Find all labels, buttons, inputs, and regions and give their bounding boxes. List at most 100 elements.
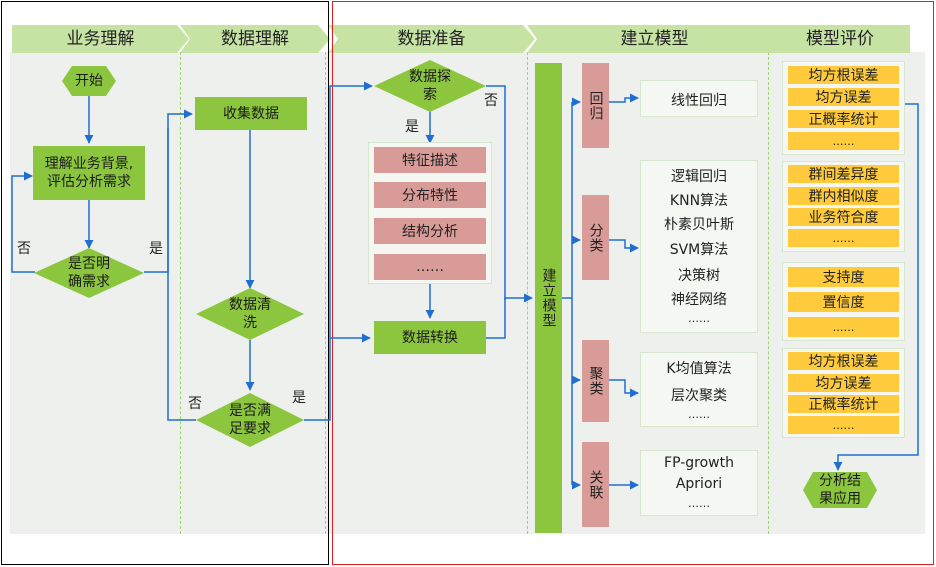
ellipsis-item: …… — [374, 254, 486, 280]
lane-divider — [768, 52, 769, 534]
method-label: 神经网络 — [671, 292, 727, 308]
method-label: …… — [688, 408, 710, 421]
method-label: …… — [688, 312, 710, 325]
metric-label: 置信度 — [822, 295, 865, 311]
classification-category: 分类 — [582, 195, 609, 280]
metric-label: 群间差异度 — [808, 167, 879, 183]
data-exploration-line2: 索 — [423, 87, 437, 103]
data-transform-label: 数据转换 — [402, 329, 458, 346]
start-label: 开始 — [75, 73, 103, 89]
association-methods-panel — [640, 450, 758, 516]
collect-data-box: 收集数据 — [195, 97, 307, 130]
understand-line2: 评估分析需求 — [47, 174, 131, 190]
metric-label: …… — [832, 418, 855, 432]
lane-header-label: 数据理解 — [221, 29, 289, 49]
clear-requirement-line1: 是否明 — [68, 256, 110, 272]
regression-methods-panel — [640, 80, 758, 117]
metric-label: 均方根误差 — [808, 354, 879, 370]
metric-label: 均方根误差 — [808, 68, 879, 84]
exploration-item-label: 特征描述 — [402, 153, 458, 169]
method-label: FP-growth — [664, 455, 734, 471]
result-line2: 果应用 — [819, 491, 861, 507]
metric-item: 置信度 — [788, 292, 899, 312]
metric-item: 群间差异度 — [788, 165, 899, 183]
method-label: Apriori — [675, 476, 723, 492]
lane-header-label: 业务理解 — [66, 29, 135, 49]
build-model-bar: 建立模型 — [535, 63, 562, 533]
metric-label: 均方误差 — [815, 376, 872, 392]
metric-label: 支持度 — [822, 270, 865, 286]
metric-item: 均方根误差 — [788, 66, 899, 84]
result-application-label: 分析结 果应用 — [803, 472, 877, 508]
no-label: 否 — [188, 396, 202, 412]
metric-item: 业务符合度 — [788, 208, 899, 226]
metric-item: …… — [788, 317, 899, 337]
meets-requirement-decision — [196, 393, 304, 447]
lane-header-modeling: 建立模型 — [527, 25, 782, 53]
metric-item: 支持度 — [788, 267, 899, 287]
lane-header-label: 数据准备 — [397, 29, 466, 49]
understand-line1: 理解业务背景, — [44, 156, 134, 172]
metric-item: 正概率统计 — [788, 395, 899, 413]
metric-label: 群内相似度 — [808, 189, 879, 205]
lane-divider — [527, 52, 528, 534]
method-label: 线性回归 — [671, 93, 727, 109]
lane-divider — [325, 52, 326, 534]
exploration-item-label: 分布特性 — [402, 188, 458, 204]
arrow — [609, 379, 639, 398]
arrow — [329, 81, 373, 338]
start-node — [62, 66, 116, 96]
clustering-methods-panel — [640, 352, 758, 427]
no-label: 否 — [17, 241, 31, 257]
arrow — [167, 128, 196, 421]
method-label: 决策树 — [678, 268, 720, 284]
build-model-label: 建立模型 — [540, 268, 557, 328]
category-label: 关联 — [587, 469, 604, 500]
classification-methods-panel — [640, 160, 758, 333]
frame-left — [1, 1, 329, 565]
distribution-item: 分布特性 — [374, 182, 486, 208]
understand-requirements-box: 理解业务背景, 评估分析需求 — [33, 146, 145, 200]
clear-requirement-line2: 确需求 — [68, 274, 110, 290]
yes-label: 是 — [292, 390, 306, 406]
method-label: 层次聚类 — [671, 388, 727, 404]
meets-requirement-label: 是否满 足要求 — [196, 402, 304, 438]
category-label: 回归 — [587, 90, 604, 121]
lane-divider — [180, 52, 181, 534]
clear-requirement-decision — [34, 248, 144, 298]
arrow — [833, 103, 919, 471]
meets-requirement-line2: 足要求 — [229, 421, 271, 437]
yes-label: 是 — [405, 119, 419, 135]
metric-item: …… — [788, 132, 899, 150]
data-cleaning-label: 数据清 洗 — [196, 296, 304, 332]
feature-description-item: 特征描述 — [374, 147, 486, 173]
arrow — [11, 171, 35, 273]
structure-analysis-item: 结构分析 — [374, 218, 486, 244]
metric-item: …… — [788, 416, 899, 434]
metric-label: 正概率统计 — [808, 112, 879, 128]
lane-header-label: 模型评价 — [806, 29, 874, 49]
lane-header-data-understanding: 数据理解 — [180, 25, 330, 53]
lane-header-label: 建立模型 — [620, 29, 689, 49]
clear-requirement-label: 是否明 确需求 — [34, 255, 144, 291]
arrow — [486, 85, 506, 300]
data-exploration-label: 数据探 索 — [374, 68, 486, 104]
yes-label: 是 — [149, 241, 163, 257]
method-label: KNN算法 — [669, 193, 729, 209]
metric-item: 正概率统计 — [788, 110, 899, 128]
data-cleaning-line2: 洗 — [243, 315, 257, 331]
data-exploration-decision — [374, 60, 486, 112]
diagram-background — [10, 52, 925, 534]
method-label: …… — [688, 497, 710, 510]
method-label: 朴素贝叶斯 — [664, 217, 734, 233]
data-exploration-line1: 数据探 — [409, 69, 451, 85]
regression-category: 回归 — [582, 63, 609, 148]
metric-label: …… — [832, 320, 855, 334]
metric-item: 均方根误差 — [788, 352, 899, 370]
frame-right — [332, 1, 934, 565]
metric-label: …… — [832, 231, 855, 245]
result-line1: 分析结 — [819, 473, 861, 489]
arrow — [609, 93, 639, 103]
metric-item: 均方误差 — [788, 88, 899, 106]
exploration-item-label: …… — [416, 259, 444, 275]
